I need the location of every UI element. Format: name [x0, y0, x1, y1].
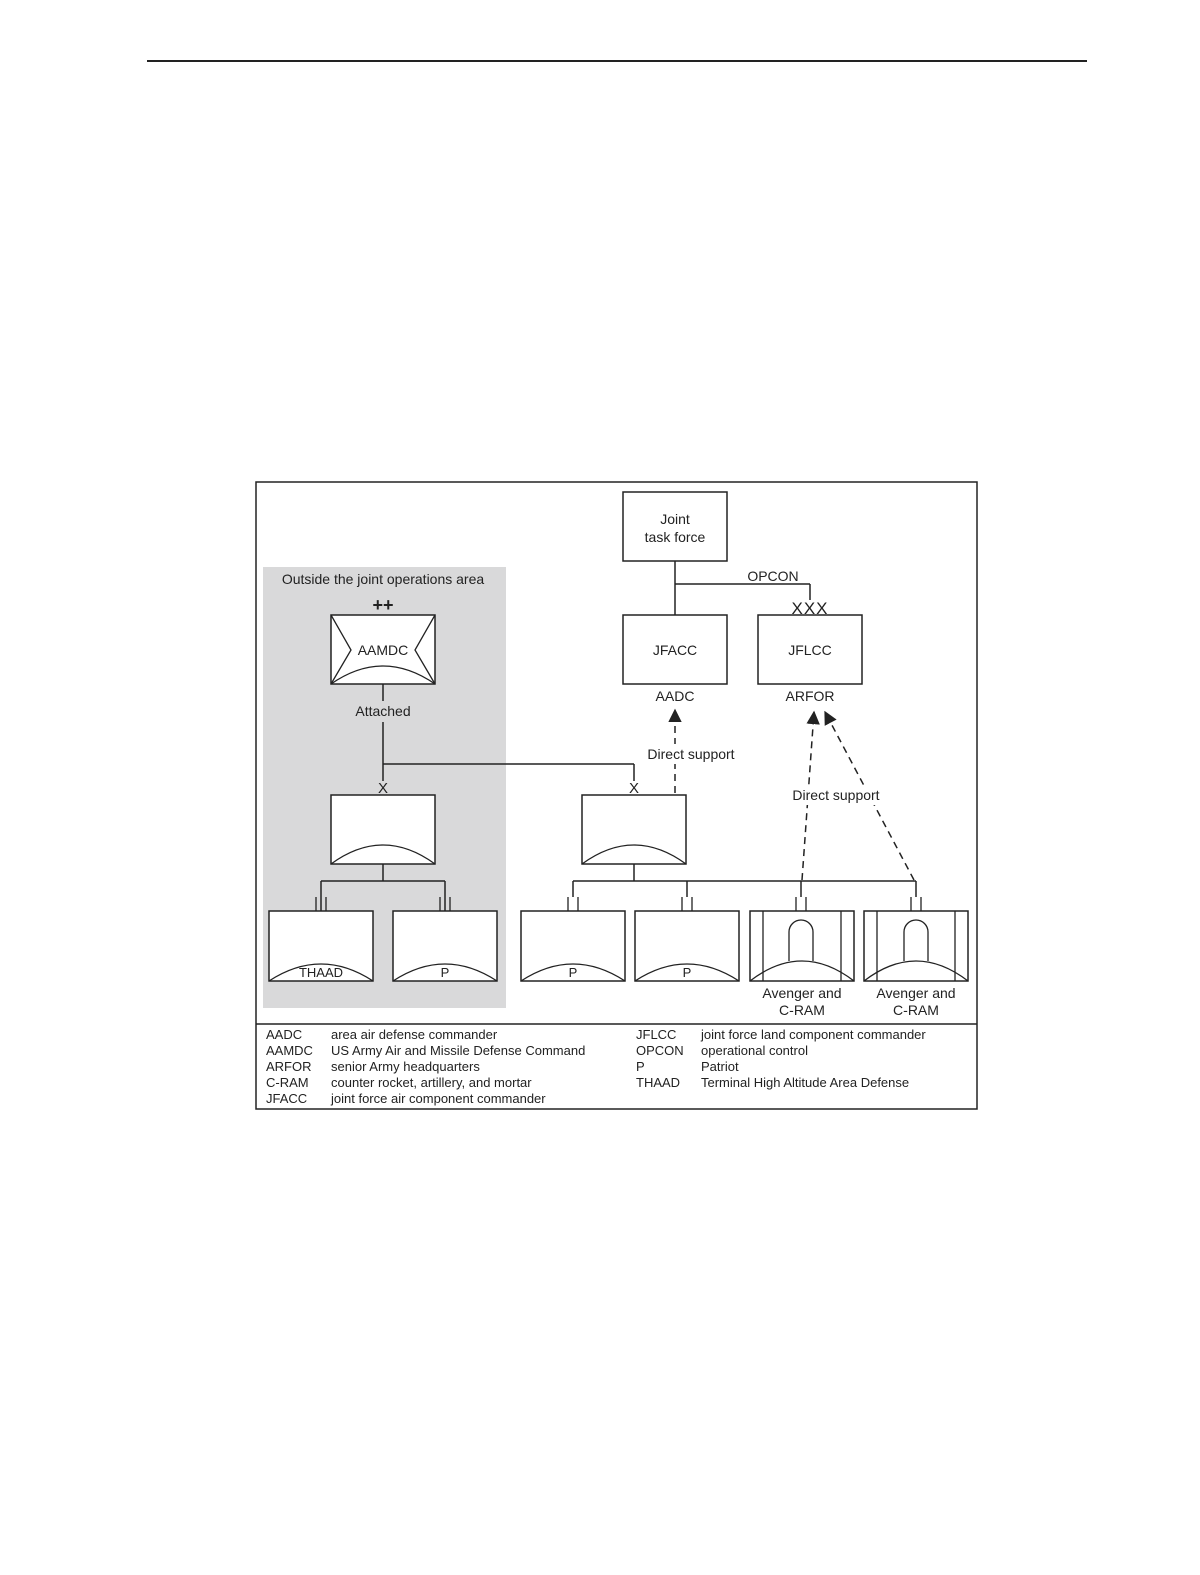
abbreviation-definition: counter rocket, artillery, and mortar	[331, 1075, 532, 1090]
abbreviation-term: P	[636, 1059, 645, 1074]
abbreviation-row: ARFOR senior Army headquarters	[266, 1059, 585, 1075]
abbreviation-definition: Terminal High Altitude Area Defense	[701, 1075, 910, 1090]
jflcc-label: JFLCC	[788, 642, 832, 658]
abbreviation-term: AAMDC	[266, 1043, 313, 1058]
abbreviation-definition: area air defense commander	[331, 1027, 498, 1042]
abbreviation-row: JFACC joint force air component commander	[266, 1091, 585, 1107]
jfacc-label: JFACC	[653, 642, 697, 658]
direct-support-left-label: Direct support	[647, 746, 734, 762]
jflcc-echelon: XXX	[791, 599, 828, 618]
abbreviation-definition: joint force air component commander	[331, 1091, 546, 1106]
avenger1-label-line2: C-RAM	[779, 1002, 825, 1018]
right-brigade-echelon: X	[629, 780, 639, 797]
right-brigade-symbol	[581, 794, 687, 865]
aamdc-label: AAMDC	[358, 642, 409, 658]
left-brigade-echelon: X	[378, 780, 388, 797]
direct-support-right-label: Direct support	[792, 787, 879, 803]
aamdc-echelon: ++	[372, 595, 393, 615]
direct-support-arrow-2	[824, 710, 915, 881]
left-brigade-symbol	[330, 794, 436, 865]
abbreviation-row: P Patriot	[636, 1059, 926, 1075]
abbreviation-definition: senior Army headquarters	[331, 1059, 480, 1074]
thaad-unit-symbol	[268, 897, 374, 982]
abbreviation-row: THAAD Terminal High Altitude Area Defense	[636, 1075, 926, 1091]
patriot-mid1-label: P	[569, 965, 578, 980]
direct-support-right-bg	[785, 785, 889, 805]
abbreviation-row: OPCON operational control	[636, 1043, 926, 1059]
thaad-label: THAAD	[299, 965, 343, 980]
jtf-label-line2: task force	[645, 529, 706, 545]
abbreviation-list-left: AADC area air defense commander AAMDC US A…	[266, 1027, 585, 1107]
avenger2-label-line1: Avenger and	[876, 985, 955, 1001]
attached-label: Attached	[355, 703, 410, 719]
patriot-left-label: P	[441, 965, 450, 980]
avenger1-unit-symbol	[749, 897, 855, 982]
patriot-mid1-unit-symbol	[520, 897, 626, 982]
abbreviation-list-right: JFLCC joint force land component commande…	[636, 1027, 926, 1091]
patriot-left-unit-symbol	[392, 897, 498, 982]
arfor-label: ARFOR	[786, 688, 835, 704]
aamdc-unit-symbol	[330, 614, 436, 685]
abbreviation-definition: operational control	[701, 1043, 808, 1058]
abbreviation-term: JFLCC	[636, 1027, 677, 1042]
abbreviation-term: JFACC	[266, 1091, 308, 1106]
abbreviation-definition: Patriot	[701, 1059, 739, 1074]
avenger2-label-line2: C-RAM	[893, 1002, 939, 1018]
direct-support-left-bg	[640, 744, 744, 764]
jfacc-box	[622, 614, 728, 685]
outside-joa-label: Outside the joint operations area	[282, 571, 485, 587]
avenger1-label-line1: Avenger and	[762, 985, 841, 1001]
page-top-rule	[147, 60, 1087, 62]
abbreviation-row: AAMDC US Army Air and Missile Defense Com…	[266, 1043, 585, 1059]
avenger2-unit-symbol	[863, 897, 969, 982]
figure-frame	[255, 481, 978, 1110]
abbreviation-row: AADC area air defense commander	[266, 1027, 585, 1043]
aadc-label: AADC	[656, 688, 695, 704]
abbreviation-row: JFLCC joint force land component commande…	[636, 1027, 926, 1043]
patriot-mid2-unit-symbol	[634, 897, 740, 982]
opcon-label: OPCON	[747, 568, 798, 584]
abbreviation-term: OPCON	[636, 1043, 684, 1058]
abbreviation-row: C-RAM counter rocket, artillery, and mort…	[266, 1075, 585, 1091]
abbreviation-definition: joint force land component commander	[701, 1027, 926, 1042]
jtf-label-line1: Joint	[660, 511, 690, 527]
abbreviation-term: THAAD	[636, 1075, 681, 1090]
patriot-mid2-label: P	[683, 965, 692, 980]
abbreviation-term: ARFOR	[266, 1059, 312, 1074]
abbreviation-term: C-RAM	[266, 1075, 309, 1090]
abbreviation-definition: US Army Air and Missile Defense Command	[331, 1043, 586, 1058]
jtf-box	[622, 491, 728, 562]
jflcc-box	[757, 614, 863, 685]
abbreviation-term: AADC	[266, 1027, 303, 1042]
